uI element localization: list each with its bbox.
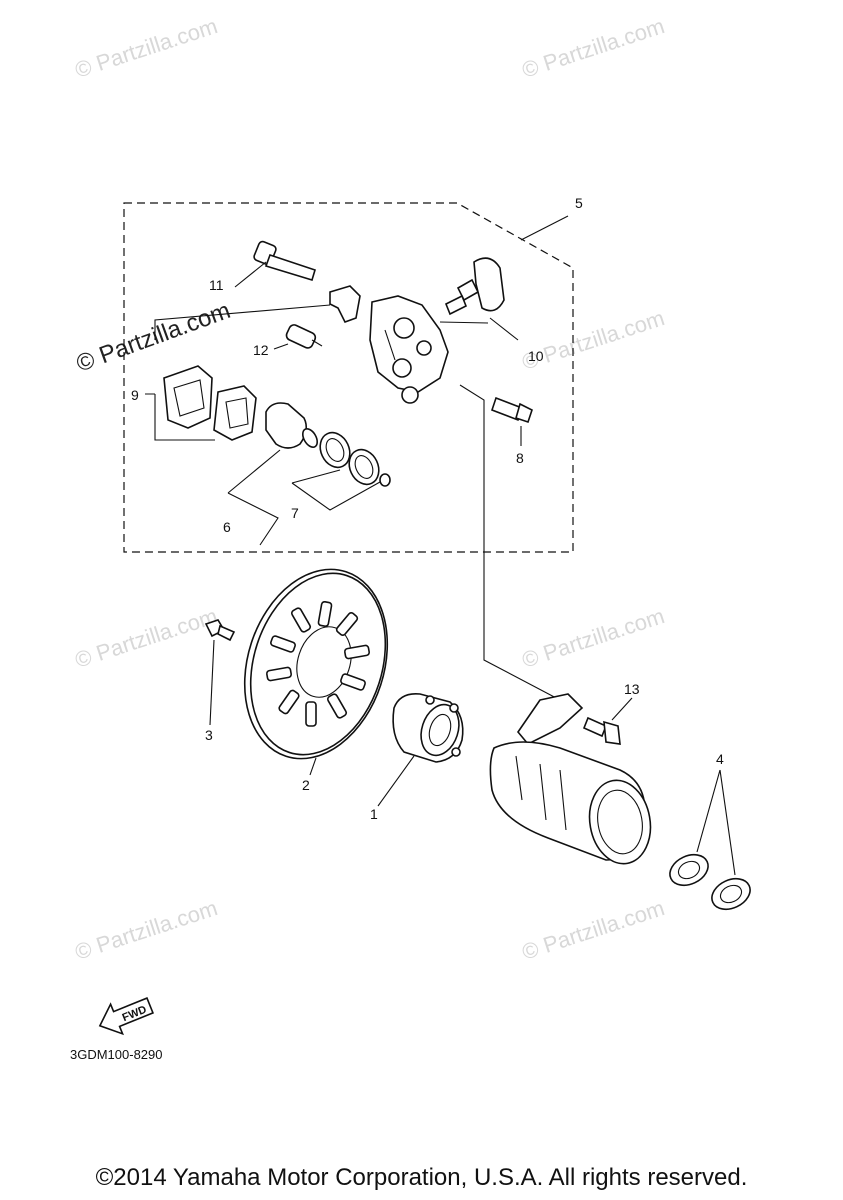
leader-5 (520, 215, 569, 241)
lock-nuts (669, 853, 751, 911)
piston (265, 402, 319, 449)
leader-7 (291, 469, 381, 511)
disc-bolt (204, 619, 236, 642)
bleed-valve-12 (285, 324, 323, 349)
callout-11: 11 (209, 277, 224, 293)
assembly-leader-2 (154, 304, 331, 340)
callout-13: 13 (624, 681, 640, 697)
leader-11 (234, 261, 267, 288)
watermark: © Partzilla.com (519, 13, 668, 83)
watermark: © Partzilla.com (72, 13, 221, 83)
axle-housing (489, 693, 652, 865)
callout-4: 4 (716, 751, 724, 767)
callout-3: 3 (205, 727, 213, 743)
leader-12 (273, 343, 289, 350)
watermark-dark: © Partzilla.com (73, 297, 234, 378)
leader-3 (209, 639, 215, 726)
pad-clip (329, 285, 361, 323)
watermark: © Partzilla.com (519, 603, 668, 673)
fwd-arrow-icon: FWD (98, 997, 154, 1036)
callout-8: 8 (516, 450, 524, 466)
assembly-leader (459, 384, 561, 701)
leader-9 (145, 393, 215, 441)
watermark: © Partzilla.com (519, 895, 668, 965)
slide-pin-bolt (253, 240, 316, 281)
leader-2 (309, 757, 317, 776)
copyright-notice: ©2014 Yamaha Motor Corporation, U.S.A. A… (95, 1164, 748, 1191)
leader-10 (439, 317, 519, 341)
caliper-assembly-box (123, 202, 574, 553)
diagram-code: 3GDM100-8290 (70, 1047, 163, 1062)
brake-hub (392, 692, 464, 763)
callout-1: 1 (370, 806, 378, 822)
callout-10: 10 (528, 348, 544, 364)
brake-pads (163, 365, 257, 441)
watermark: © Partzilla.com (72, 603, 221, 673)
leader-1 (377, 755, 415, 807)
watermark: © Partzilla.com (519, 305, 668, 375)
leader-13 (611, 697, 633, 721)
leader-4 (696, 769, 736, 876)
caliper-bolt-8 (490, 396, 533, 424)
callout-5: 5 (575, 195, 583, 211)
watermark: © Partzilla.com (72, 895, 221, 965)
callout-12: 12 (253, 342, 269, 358)
caliper-body (369, 295, 449, 404)
leader-6 (227, 449, 281, 546)
piston-seals (319, 431, 391, 487)
callout-7: 7 (291, 505, 299, 521)
callout-9: 9 (131, 387, 139, 403)
bleed-screw (444, 257, 505, 316)
callout-6: 6 (223, 519, 231, 535)
disc-slots (265, 600, 371, 727)
bracket-bolt (582, 716, 621, 745)
callouts: 1 2 3 4 5 6 7 8 9 10 11 12 13 (131, 195, 724, 822)
callout-2: 2 (302, 777, 310, 793)
brake-disc (243, 568, 389, 760)
